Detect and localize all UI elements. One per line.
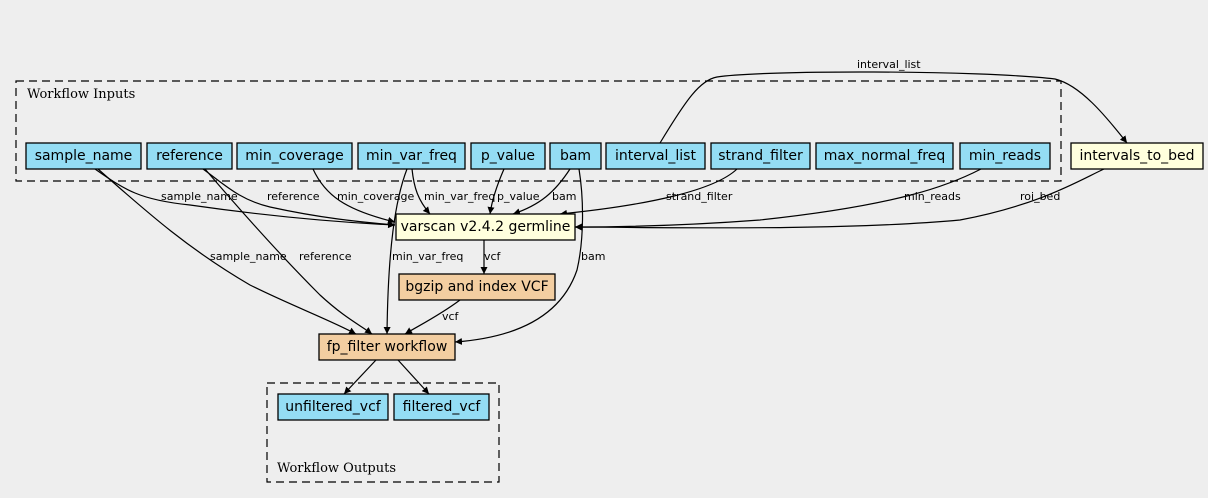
subworkflow-node-fp-filter[interactable]: fp_filter workflow (318, 333, 456, 361)
input-node-min-reads[interactable]: min_reads (959, 142, 1051, 170)
edge-label-roi-bed: roi_bed (1020, 190, 1060, 203)
edge-sample-name-to-fp-filter: sample_name (97, 168, 357, 335)
tool-node-intervals-to-bed[interactable]: intervals_to_bed (1070, 142, 1204, 170)
edge-bgzip-to-fp-filter: vcf (404, 299, 461, 335)
tool-node-bgzip[interactable]: bgzip and index VCF (398, 273, 556, 301)
edge-sample-name-to-varscan: sample_name (94, 168, 396, 229)
edge-reference-to-varscan: reference (202, 168, 396, 228)
edge-varscan-to-bgzip: vcf (480, 240, 502, 274)
input-node-label: min_reads (969, 148, 1041, 164)
input-node-reference[interactable]: reference (146, 142, 233, 170)
edge-label-vcf-bgzip: vcf (484, 250, 502, 263)
edge-label-min-coverage: min_coverage (337, 190, 415, 203)
edge-strand-filter-to-varscan: strand_filter (559, 168, 738, 217)
workflow-outputs-cluster: Workflow Outputs (266, 382, 500, 483)
workflow-outputs-label: Workflow Outputs (277, 461, 396, 476)
edge-label-min-var-freq-fp: min_var_freq (392, 250, 463, 263)
edge-min-reads-to-varscan: min_reads (574, 168, 982, 231)
output-node-filtered-vcf[interactable]: filtered_vcf (393, 393, 490, 421)
input-node-label: sample_name (35, 148, 133, 164)
tool-node-label: varscan v2.4.2 germline (401, 219, 571, 235)
edge-label-reference-varscan: reference (267, 190, 320, 203)
input-node-max-normal-freq[interactable]: max_normal_freq (815, 142, 954, 170)
edge-label-min-reads: min_reads (904, 190, 961, 203)
edge-label-min-var-freq-varscan: min_var_freq (424, 190, 495, 203)
edge-p-value-to-varscan: p_value (487, 168, 540, 215)
input-node-interval-list[interactable]: interval_list (605, 142, 706, 170)
input-node-bam[interactable]: bam (549, 142, 602, 170)
edge-min-coverage-to-varscan: min_coverage (312, 168, 415, 224)
edge-label-vcf-fp: vcf (442, 310, 460, 323)
tool-node-label: bgzip and index VCF (405, 279, 548, 295)
edge-fp-filter-to-filtered-vcf (397, 359, 430, 395)
edge-min-var-freq-to-varscan: min_var_freq (411, 168, 495, 215)
output-node-label: filtered_vcf (403, 399, 482, 415)
edge-fp-filter-to-unfiltered-vcf (343, 359, 377, 395)
tool-node-varscan[interactable]: varscan v2.4.2 germline (395, 213, 576, 241)
input-node-strand-filter[interactable]: strand_filter (710, 142, 811, 170)
input-node-label: min_var_freq (366, 148, 457, 164)
edge-label-sample-name-varscan: sample_name (161, 190, 238, 203)
input-node-label: p_value (481, 148, 535, 164)
edge-interval-list-to-intervals-to-bed: interval_list (659, 58, 1128, 144)
input-node-p-value[interactable]: p_value (470, 142, 546, 170)
output-node-label: unfiltered_vcf (285, 399, 381, 415)
edge-label-interval-list: interval_list (857, 58, 921, 71)
edge-label-bam-varscan: bam (552, 190, 576, 203)
input-node-min-coverage[interactable]: min_coverage (236, 142, 353, 170)
edge-bam-to-varscan: bam (512, 168, 576, 216)
edge-label-sample-name-fp: sample_name (210, 250, 287, 263)
workflow-inputs-label: Workflow Inputs (27, 87, 135, 102)
workflow-inputs-cluster: Workflow Inputs (15, 80, 1062, 182)
input-node-label: interval_list (615, 148, 696, 164)
edge-label-bam-fp: bam (581, 250, 605, 263)
input-node-label: min_coverage (245, 148, 343, 164)
edge-reference-to-fp-filter: reference (204, 168, 373, 335)
input-node-label: bam (560, 148, 591, 164)
input-node-sample-name[interactable]: sample_name (25, 142, 142, 170)
edge-roi-bed-to-varscan: roi_bed (574, 168, 1105, 231)
edge-min-var-freq-to-fp-filter: min_var_freq (383, 168, 463, 335)
edge-label-strand-filter: strand_filter (666, 190, 733, 203)
output-node-unfiltered-vcf[interactable]: unfiltered_vcf (277, 393, 389, 421)
edge-label-p-value: p_value (497, 190, 540, 203)
subworkflow-node-label: fp_filter workflow (327, 339, 448, 355)
tool-node-label: intervals_to_bed (1079, 148, 1194, 164)
input-node-label: reference (156, 148, 223, 164)
input-node-min-var-freq[interactable]: min_var_freq (357, 142, 466, 170)
edge-bam-to-fp-filter: bam (454, 168, 605, 345)
edge-label-reference-fp: reference (299, 250, 352, 263)
input-node-label: max_normal_freq (824, 148, 945, 164)
input-node-label: strand_filter (718, 148, 803, 164)
